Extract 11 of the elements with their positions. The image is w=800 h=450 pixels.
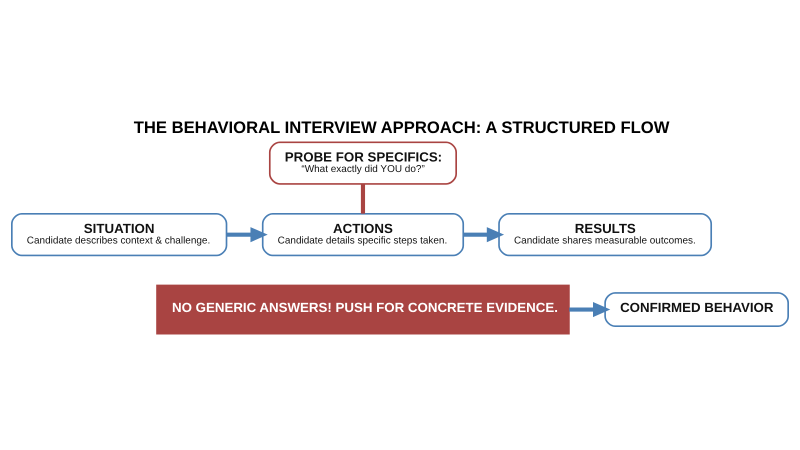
arrow [569, 302, 610, 317]
node-box: CONFIRMED BEHAVIOR [604, 292, 789, 327]
node-box: NO GENERIC ANSWERS! PUSH FOR CONCRETE EVIDENCE. [156, 284, 570, 334]
node-box: ACTIONS Candidate details specific steps taken. [262, 212, 464, 256]
node-box: RESULTS Candidate shares measurable outcomes. [498, 212, 712, 256]
diagram-title: THE BEHAVIORAL INTERVIEW APPROACH: A STRUCTURED FLOW [134, 118, 670, 137]
connector [360, 184, 366, 214]
arrow [463, 226, 504, 242]
arrow [226, 226, 268, 242]
node-box: SITUATION Candidate describes context & challenge. [11, 212, 228, 256]
node-box: PROBE FOR SPECIFICS: “What exactly did YOU do?” [268, 140, 457, 184]
